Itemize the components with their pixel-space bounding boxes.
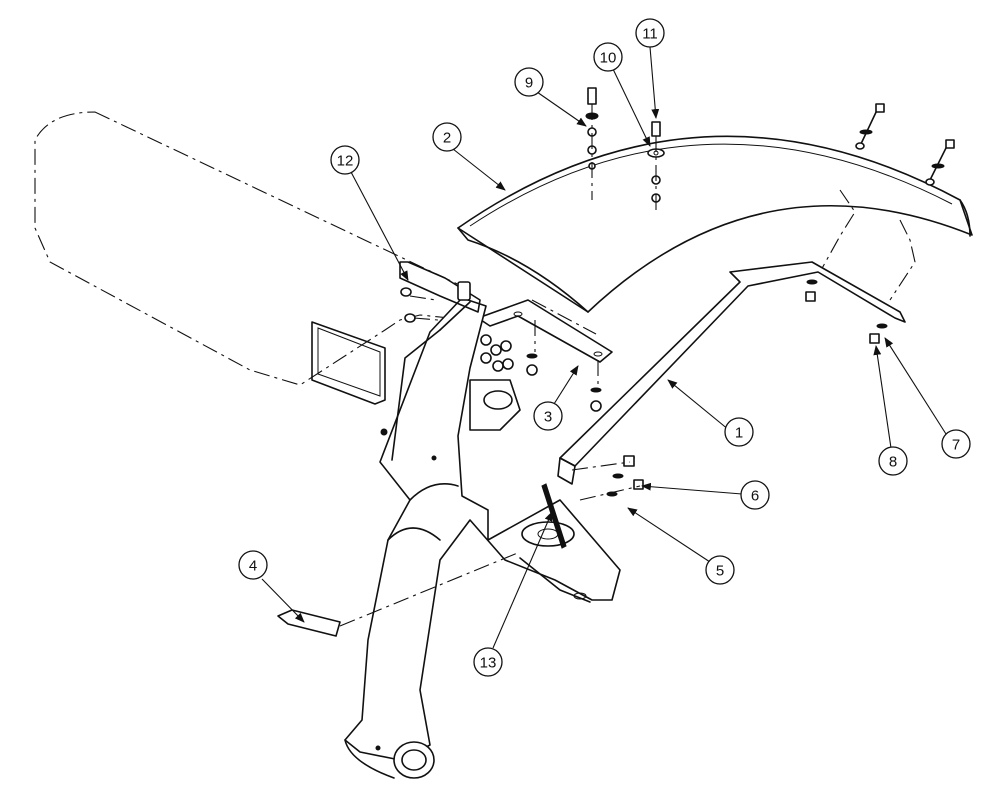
callout-balloon-5: 5	[705, 555, 735, 585]
plate-part	[541, 483, 567, 549]
callout-balloon-13: 13	[473, 647, 503, 677]
callout-label: 11	[642, 26, 658, 43]
callout-label: 3	[544, 409, 552, 426]
callout-label: 2	[443, 130, 451, 147]
mounting-arm-part	[557, 261, 906, 485]
callout-balloon-1: 1	[724, 417, 754, 447]
bracket-part	[477, 299, 613, 386]
callout-balloon-2: 2	[432, 122, 462, 152]
nut-7-8	[805, 279, 888, 344]
callout-label: 6	[751, 488, 759, 505]
hardware	[400, 87, 955, 501]
main-frame	[344, 261, 621, 779]
callout-balloon-7: 7	[941, 429, 971, 459]
callout-label: 1	[735, 425, 743, 442]
callout-balloon-4: 4	[238, 550, 268, 580]
callout-label: 8	[889, 454, 897, 471]
callout-label: 10	[600, 50, 617, 67]
nut-cluster	[480, 334, 602, 412]
callout-label: 9	[525, 75, 533, 92]
callout-label: 12	[337, 153, 354, 170]
callout-balloon-3: 3	[533, 401, 563, 431]
callout-balloon-10: 10	[593, 42, 623, 72]
u-bolt-part	[277, 551, 521, 637]
callout-balloon-9: 9	[514, 67, 544, 97]
callout-label: 4	[249, 558, 257, 575]
callout-balloon-8: 8	[878, 446, 908, 476]
callout-balloon-12: 12	[330, 145, 360, 175]
callout-balloon-11: 11	[635, 18, 665, 48]
bolt-12	[400, 287, 439, 323]
bolt-11	[647, 121, 665, 210]
callout-label: 5	[716, 563, 724, 580]
callout-leaders	[261, 46, 947, 649]
callout-label: 7	[952, 437, 960, 454]
callout-label: 13	[480, 655, 497, 672]
callout-balloon-6: 6	[740, 480, 770, 510]
bolt-9	[585, 87, 599, 200]
fender-part	[457, 135, 973, 335]
bolt-5-6	[571, 455, 644, 501]
bolt-right-top	[855, 103, 955, 186]
